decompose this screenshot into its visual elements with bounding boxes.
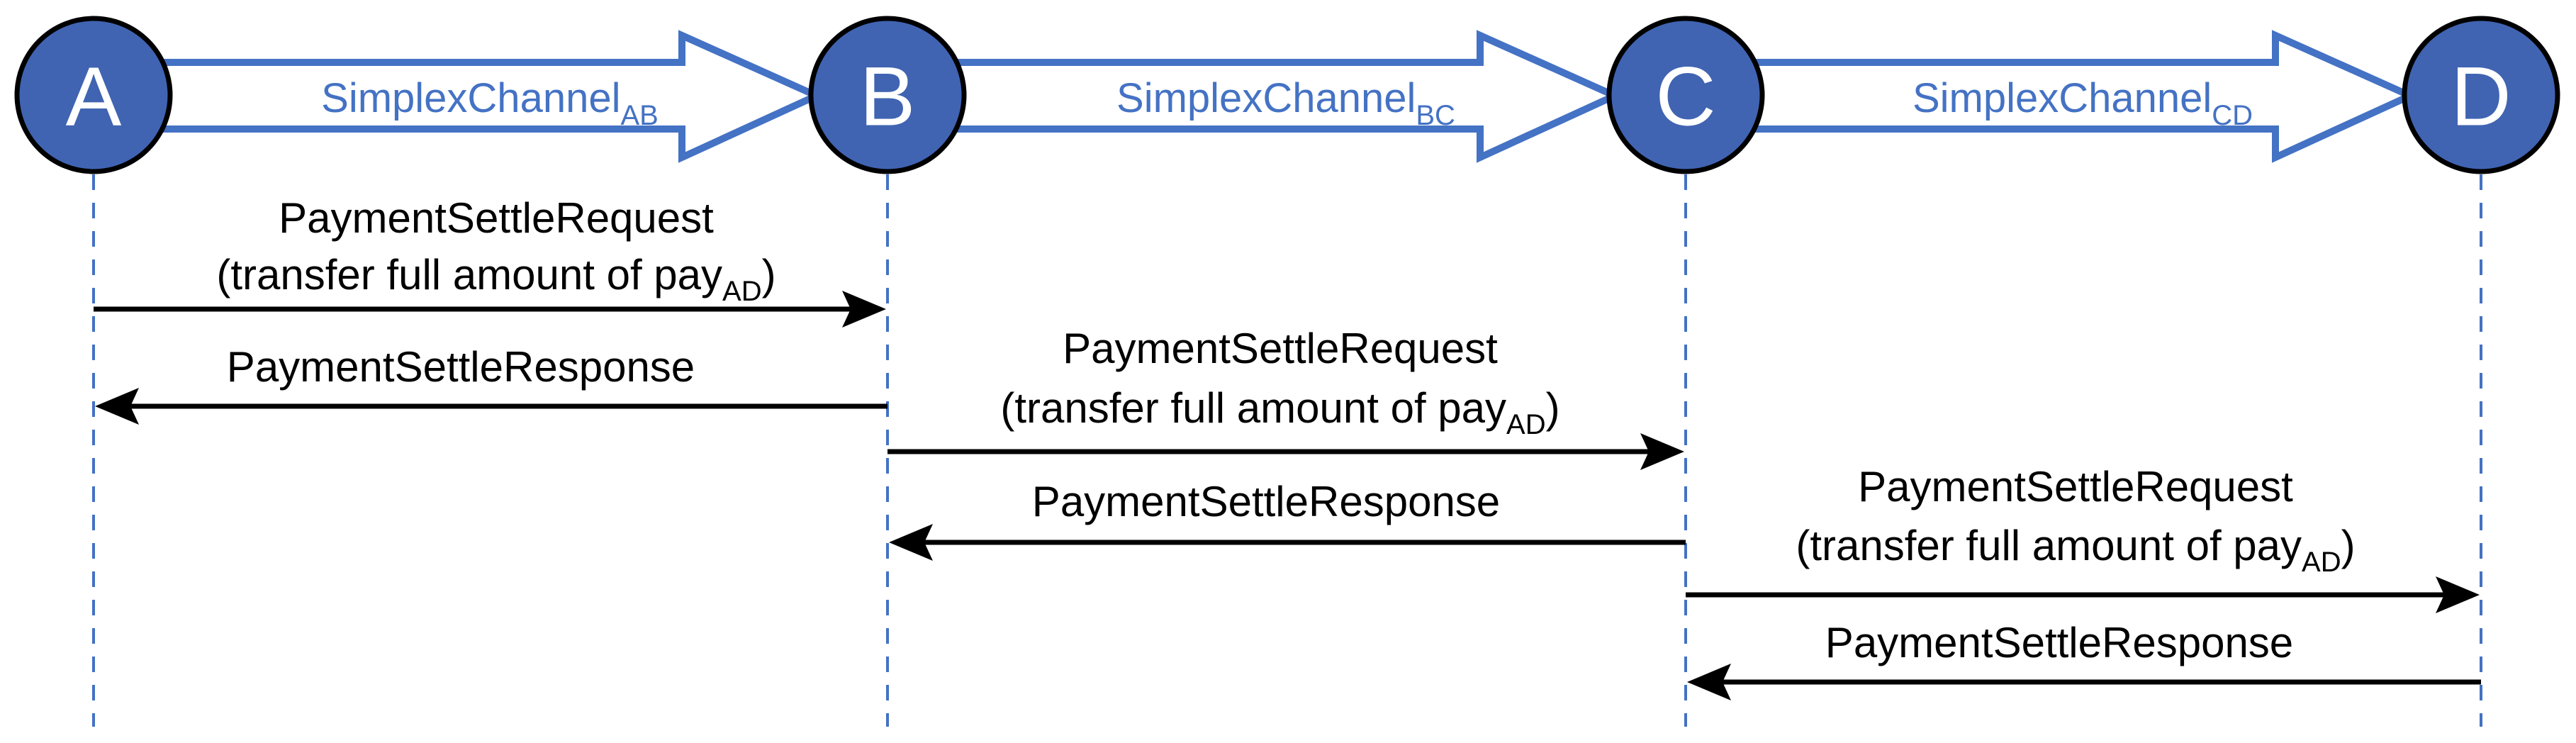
- msg-b-a-response-arrowhead: [95, 388, 139, 425]
- msg-c-b-response-label-line-1: PaymentSettleResponse: [1032, 478, 1500, 525]
- node-circle-D: [2402, 16, 2560, 174]
- msg-c-d-request-arrowhead: [2436, 576, 2480, 613]
- node-label-A: A: [66, 50, 122, 143]
- channel-arrow-AB: [159, 30, 826, 163]
- msg-c-d-request-label-line-1: PaymentSettleRequest: [1858, 463, 2293, 510]
- msg-a-b-request-label-line-2: (transfer full amount of payAD): [216, 251, 775, 307]
- node-circle-A: [14, 16, 173, 174]
- msg-c-d-request-label-line-2: (transfer full amount of payAD): [1796, 522, 2355, 578]
- msg-c-b-response-arrowhead: [889, 524, 933, 561]
- channel-arrow-BC: [953, 30, 1624, 163]
- msg-b-a-response-label-line-1: PaymentSettleResponse: [227, 343, 695, 391]
- node-label-D: D: [2451, 50, 2511, 143]
- msg-a-b-request-arrowhead: [842, 291, 886, 328]
- msg-d-c-response-label-line-1: PaymentSettleResponse: [1825, 619, 2293, 666]
- msg-a-b-request-label-line-1: PaymentSettleRequest: [279, 194, 714, 242]
- channel-arrow-CD: [1752, 30, 2419, 163]
- node-label-B: B: [860, 50, 916, 143]
- msg-b-c-request-label-line-1: PaymentSettleRequest: [1063, 325, 1498, 372]
- msg-b-c-request-label-line-2: (transfer full amount of payAD): [1000, 384, 1559, 440]
- channel-label-CD: SimplexChannelCD: [1913, 75, 2253, 131]
- msg-d-c-response-arrowhead: [1687, 664, 1731, 700]
- msg-b-c-request-arrowhead: [1640, 433, 1684, 470]
- node-circle-C: [1606, 16, 1765, 174]
- channel-label-AB: SimplexChannelAB: [321, 75, 659, 131]
- node-label-C: C: [1655, 50, 1715, 143]
- node-circle-B: [808, 16, 967, 174]
- channel-label-BC: SimplexChannelBC: [1116, 75, 1455, 131]
